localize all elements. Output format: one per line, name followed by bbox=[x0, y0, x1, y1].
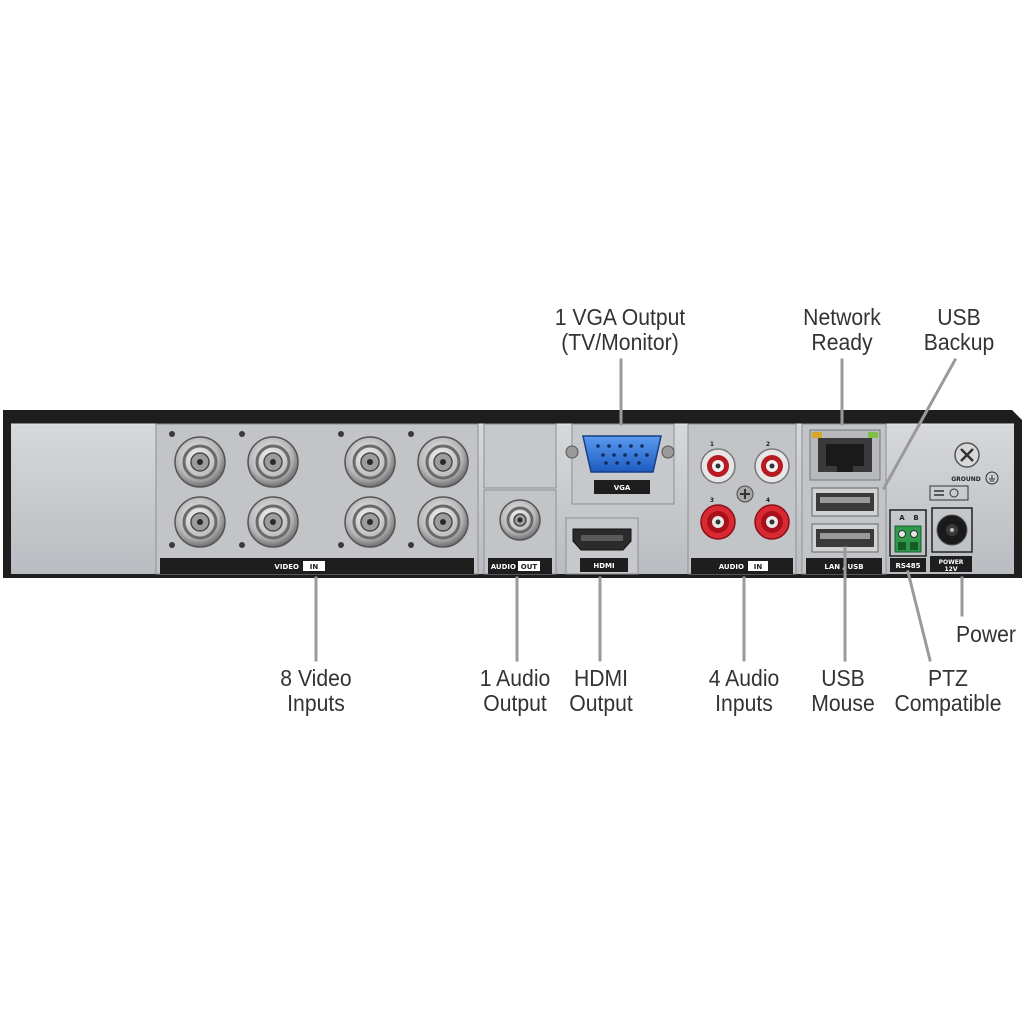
callout-line: 1 VGA Output bbox=[554, 304, 686, 330]
callout-line: 4 Audio bbox=[708, 665, 780, 691]
hdmi-port-icon bbox=[572, 528, 632, 551]
rs485-b-label: B bbox=[913, 514, 918, 522]
callout-hdmi-output: HDMI Output bbox=[561, 666, 640, 716]
callout-line: PTZ bbox=[928, 665, 968, 691]
power-label-bar bbox=[930, 556, 972, 572]
audio-out-label: AUDIO bbox=[491, 563, 516, 571]
audio-in-2-label: 2 bbox=[766, 441, 770, 448]
vga-port-icon bbox=[582, 435, 662, 473]
callout-line: Inputs bbox=[287, 690, 345, 716]
rca-white-icon bbox=[700, 448, 736, 484]
blank-cover bbox=[483, 423, 557, 489]
rca-red-icon bbox=[700, 504, 736, 540]
vga-label: VGA bbox=[614, 484, 631, 492]
callout-line: Power bbox=[955, 621, 1016, 647]
callout-audio-output: 1 Audio Output bbox=[471, 666, 559, 716]
hdmi-label: HDMI bbox=[593, 562, 614, 570]
callout-audio-inputs: 4 Audio Inputs bbox=[696, 666, 792, 716]
audio-out-tag: OUT bbox=[521, 563, 538, 571]
audio-in-1-label: 1 bbox=[710, 441, 714, 448]
audio-in-tag: IN bbox=[754, 563, 763, 571]
bnc-connector-icon bbox=[174, 436, 226, 488]
leader-usb-backup bbox=[881, 357, 958, 491]
bnc-connector-icon bbox=[344, 436, 396, 488]
dc-power-jack-icon bbox=[931, 507, 973, 553]
audio-in-3-label: 3 bbox=[710, 497, 714, 504]
callout-video-inputs: 8 Video Inputs bbox=[266, 666, 365, 716]
callout-line: HDMI bbox=[573, 665, 629, 691]
rs485-terminal-icon bbox=[889, 509, 927, 557]
video-label: VIDEO bbox=[274, 563, 299, 571]
bnc-connector-icon bbox=[174, 496, 226, 548]
rs485-a-label: A bbox=[899, 514, 905, 522]
callout-line: Backup bbox=[923, 329, 995, 355]
callout-line: Output bbox=[483, 690, 547, 716]
callout-line: USB bbox=[821, 665, 865, 691]
callout-line: Inputs bbox=[715, 690, 773, 716]
callout-line: 1 Audio bbox=[479, 665, 551, 691]
ground-label: GROUND bbox=[951, 476, 981, 483]
panel-screws bbox=[169, 431, 414, 548]
rca-white-icon bbox=[754, 448, 790, 484]
callout-vga-output: 1 VGA Output (TV/Monitor) bbox=[551, 305, 689, 355]
dc-polarity-icon bbox=[929, 485, 969, 501]
power-label: POWER bbox=[939, 559, 964, 566]
ground-symbol-icon bbox=[985, 471, 999, 485]
callout-ptz: PTZ Compatible bbox=[889, 666, 1007, 716]
audio-out-bnc-icon bbox=[499, 499, 541, 541]
ethernet-port-icon bbox=[809, 429, 881, 481]
rca-red-icon bbox=[754, 504, 790, 540]
power-voltage-label: 12V bbox=[945, 566, 958, 573]
usb-port-icon bbox=[811, 487, 879, 517]
callout-line: Output bbox=[569, 690, 633, 716]
audio-in-4-label: 4 bbox=[766, 497, 770, 504]
rs485-label: RS485 bbox=[895, 562, 920, 570]
video-in-tag: IN bbox=[310, 563, 319, 571]
bnc-connector-icon bbox=[417, 496, 469, 548]
leader-lines bbox=[314, 357, 964, 662]
bnc-connector-icon bbox=[247, 496, 299, 548]
vga-label-bar bbox=[594, 480, 650, 494]
bnc-video-inputs bbox=[174, 436, 469, 548]
callout-network: Network Ready bbox=[794, 305, 890, 355]
callout-line: Compatible bbox=[894, 690, 1002, 716]
callout-line: (TV/Monitor) bbox=[561, 329, 679, 355]
ground-screw-icon bbox=[954, 442, 980, 468]
bnc-connector-icon bbox=[247, 436, 299, 488]
callout-line: Mouse bbox=[811, 690, 875, 716]
callout-usb-mouse: USB Mouse bbox=[803, 666, 882, 716]
rs485-label-bar bbox=[890, 558, 926, 572]
leader-ptz bbox=[906, 570, 932, 662]
bnc-connector-icon bbox=[344, 496, 396, 548]
callout-line: Ready bbox=[811, 329, 873, 355]
bnc-connector-icon bbox=[417, 436, 469, 488]
screw-icon bbox=[736, 485, 754, 503]
callout-usb-backup: USB Backup bbox=[916, 305, 1002, 355]
callout-line: USB bbox=[937, 304, 981, 330]
callout-line: 8 Video bbox=[280, 665, 352, 691]
hdmi-label-bar bbox=[580, 558, 628, 572]
callout-line: Network bbox=[803, 304, 881, 330]
audio-in-label: AUDIO bbox=[719, 563, 744, 571]
callout-power: Power bbox=[949, 622, 1023, 647]
